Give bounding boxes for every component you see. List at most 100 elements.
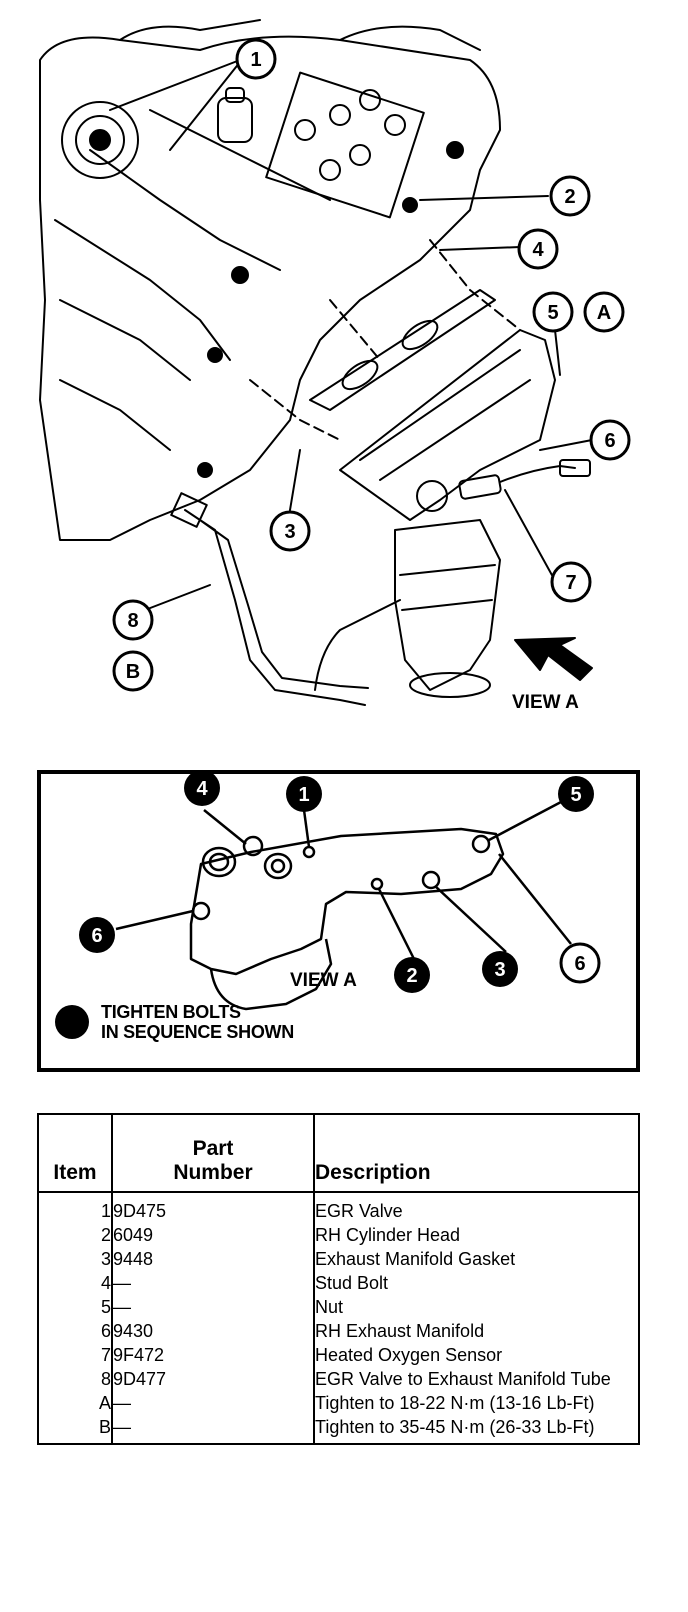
cell-description: Nut	[313, 1293, 640, 1317]
cell-description: EGR Valve to Exhaust Manifold Tube	[313, 1365, 640, 1389]
cell-part: —	[111, 1269, 315, 1293]
svg-text:3: 3	[284, 521, 295, 543]
exhaust-manifold	[339, 329, 556, 521]
table-row: 1 9D475 EGR Valve	[37, 1192, 640, 1221]
legend-text: TIGHTEN BOLTS IN SEQUENCE SHOWN	[101, 1002, 294, 1042]
bolt-6-right: 6	[559, 942, 601, 984]
callout-7: 7	[550, 561, 592, 603]
svg-text:6: 6	[574, 953, 585, 975]
egr-valve-icon	[61, 101, 139, 179]
svg-text:6: 6	[604, 430, 615, 452]
table-header-row: Item Part Number Description	[37, 1114, 640, 1193]
manifold-flange	[189, 827, 505, 976]
table-row: 8 9D477 EGR Valve to Exhaust Manifold Tu…	[37, 1365, 640, 1389]
callout-b: B	[112, 650, 154, 692]
cell-item: 8	[37, 1365, 113, 1389]
callout-a: A	[583, 291, 625, 333]
view-a-label: VIEW A	[512, 692, 579, 713]
svg-text:5: 5	[570, 784, 581, 806]
bolt-6-left: 6	[79, 917, 115, 953]
svg-text:4: 4	[532, 239, 544, 261]
header-part-line2: Number	[173, 1161, 253, 1184]
view-a-detail-panel: 1 2 3 4 5 6 6 VIEW A TIGHTEN B	[37, 770, 640, 1072]
table-row: 2 6049 RH Cylinder Head	[37, 1221, 640, 1245]
cell-description: Exhaust Manifold Gasket	[313, 1245, 640, 1269]
svg-text:4: 4	[196, 778, 208, 800]
callout-5: 5	[532, 291, 574, 333]
callout-6: 6	[589, 419, 631, 461]
svg-text:3: 3	[494, 959, 505, 981]
cell-part: 9430	[111, 1317, 315, 1341]
exhaust-gasket	[309, 289, 496, 411]
cell-part: 9D477	[111, 1365, 315, 1389]
view-a-arrow-icon	[514, 637, 593, 681]
table-row: 3 9448 Exhaust Manifold Gasket	[37, 1245, 640, 1269]
header-description: Description	[313, 1114, 640, 1193]
parts-table: Item Part Number Description 1 9D475 EGR…	[37, 1113, 640, 1445]
engine-block	[39, 35, 501, 541]
cell-part: 9448	[111, 1245, 315, 1269]
table-row: 5 — Nut	[37, 1293, 640, 1317]
callout-2: 2	[549, 175, 591, 217]
manifold-flange-diagram: 1 2 3 4 5 6 6 VIEW A	[79, 774, 601, 1011]
bolt-5: 5	[558, 776, 594, 812]
svg-text:A: A	[597, 302, 611, 324]
cell-part: —	[111, 1293, 315, 1317]
callout-1: 1	[235, 38, 277, 80]
cell-item: 2	[37, 1221, 113, 1245]
svg-text:1: 1	[298, 784, 309, 806]
oxygen-sensor	[458, 474, 502, 500]
cell-item: 3	[37, 1245, 113, 1269]
cell-part: 9F472	[111, 1341, 315, 1365]
svg-text:5: 5	[547, 302, 558, 324]
cell-description: RH Cylinder Head	[313, 1221, 640, 1245]
cell-description: Tighten to 18-22 N·m (13-16 Lb-Ft)	[313, 1389, 640, 1413]
header-part-line1: Part	[192, 1137, 234, 1160]
cell-item: B	[37, 1413, 113, 1444]
svg-text:2: 2	[406, 965, 417, 987]
svg-text:2: 2	[564, 186, 575, 208]
catalytic-converter	[394, 519, 501, 691]
bolt-1: 1	[286, 776, 322, 812]
header-item: Item	[37, 1114, 113, 1193]
legend-dot-icon	[55, 1005, 89, 1039]
cell-part: —	[111, 1413, 315, 1444]
callout-4: 4	[517, 228, 559, 270]
cell-description: Stud Bolt	[313, 1269, 640, 1293]
cell-part: 9D475	[111, 1192, 315, 1221]
cell-item: 1	[37, 1192, 113, 1221]
cell-item: 7	[37, 1341, 113, 1365]
detail-view-a-label: VIEW A	[290, 970, 357, 991]
cell-item: 4	[37, 1269, 113, 1293]
cell-description: Heated Oxygen Sensor	[313, 1341, 640, 1365]
svg-text:6: 6	[91, 925, 102, 947]
svg-text:7: 7	[565, 572, 576, 594]
table-row: 6 9430 RH Exhaust Manifold	[37, 1317, 640, 1341]
callout-3: 3	[269, 510, 311, 552]
bolt-2: 2	[394, 957, 430, 993]
table-row: 7 9F472 Heated Oxygen Sensor	[37, 1341, 640, 1365]
bolt-4: 4	[184, 774, 220, 806]
cell-description: RH Exhaust Manifold	[313, 1317, 640, 1341]
cell-description: Tighten to 35-45 N·m (26-33 Lb-Ft)	[313, 1413, 640, 1444]
svg-text:B: B	[126, 661, 140, 683]
cell-description: EGR Valve	[313, 1192, 640, 1221]
table-row: 4 — Stud Bolt	[37, 1269, 640, 1293]
legend-line-1: TIGHTEN BOLTS	[101, 1002, 241, 1022]
svg-text:8: 8	[127, 610, 138, 632]
cell-item: 6	[37, 1317, 113, 1341]
legend-line-2: IN SEQUENCE SHOWN	[101, 1022, 294, 1042]
cell-part: 6049	[111, 1221, 315, 1245]
cell-item: 5	[37, 1293, 113, 1317]
cell-part: —	[111, 1389, 315, 1413]
callout-8: 8	[112, 599, 154, 641]
legend: TIGHTEN BOLTS IN SEQUENCE SHOWN	[55, 1002, 294, 1042]
bolt-3: 3	[482, 951, 518, 987]
egr-tube	[184, 509, 369, 706]
engine-exploded-view: 1 2 3 4 5 6 7 8 A B VIEW A	[39, 19, 631, 713]
table-row: A — Tighten to 18-22 N·m (13-16 Lb-Ft)	[37, 1389, 640, 1413]
svg-text:1: 1	[250, 49, 261, 71]
table-row: B — Tighten to 35-45 N·m (26-33 Lb-Ft)	[37, 1413, 640, 1444]
header-part-number: Part Number	[111, 1114, 315, 1193]
cell-item: A	[37, 1389, 113, 1413]
